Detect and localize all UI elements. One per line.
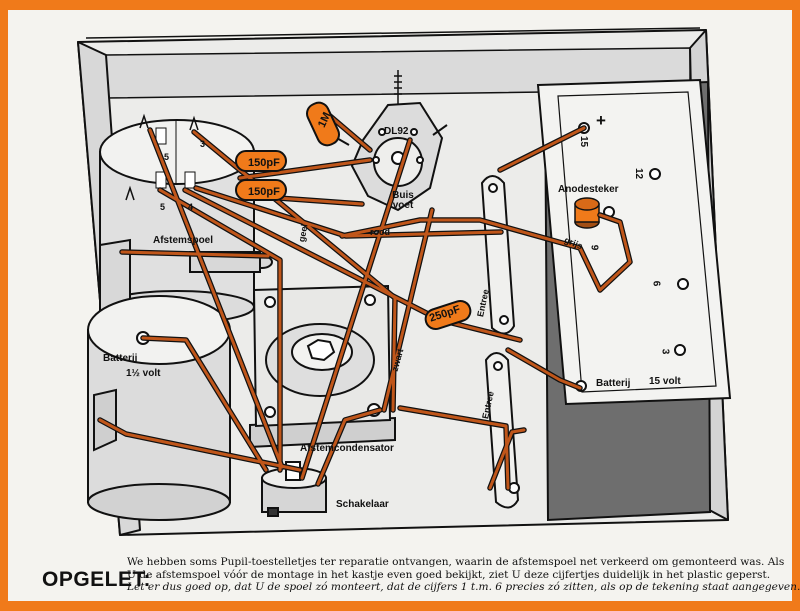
label-battery-small-volt: 1½ volt <box>126 368 161 379</box>
instruction-sheet: 150pF 150pF 250pF 1M DL92 Buis voet 5 3 … <box>8 10 800 601</box>
label-tube-dl92: DL92 <box>384 126 409 137</box>
footer-title: OPGELET: <box>42 568 152 591</box>
terminal-6 <box>677 278 689 290</box>
tube-socket <box>334 70 448 212</box>
coil-top <box>99 119 255 185</box>
battery-15v <box>536 78 732 522</box>
label-battery-large: Batterij <box>596 378 631 389</box>
resistor-1m-body <box>306 101 340 147</box>
label-tuning-capacitor: Afstemcondensator <box>300 443 394 454</box>
battery-15v-top <box>536 78 732 406</box>
label-switch: Schakelaar <box>336 499 389 510</box>
label-battery-small: Batterij <box>103 353 138 364</box>
terminal-label-9: 9 <box>588 244 600 251</box>
label-battery-large-volt: 15 volt <box>649 376 681 387</box>
label-capacitor-150pf-b: 150pF <box>248 186 280 198</box>
wiring-diagram <box>77 27 732 536</box>
label-coil: Afstemspoel <box>153 235 214 246</box>
coil-pin-5a: 5 <box>164 152 170 162</box>
capacitor-150pf-a-body <box>235 150 287 172</box>
footer-line-3: Let er dus goed op, dat U de spoel zó mo… <box>127 581 800 594</box>
terminal-3 <box>674 344 686 356</box>
anode-plug-icon <box>574 197 600 229</box>
terminal-label-3: 3 <box>659 348 671 355</box>
terminal-label-6: 6 <box>650 280 662 287</box>
footer-line-2: U de afstemspoel vóór de montage in het … <box>127 568 771 581</box>
coil-pin-5b: 5 <box>160 202 166 212</box>
capacitor-150pf-b-body <box>235 179 287 201</box>
label-wire-red: rood <box>370 227 390 237</box>
battery-terminals <box>575 122 689 392</box>
label-tube-socket: Buis voet <box>392 190 414 211</box>
coil-pin-4: 4 <box>188 202 194 212</box>
coil-pin-3: 3 <box>200 139 206 149</box>
capacitor-250pf-body <box>424 299 472 331</box>
footer-line-1: We hebben soms Pupil-toestelletjes ter r… <box>127 556 785 568</box>
terminal-label-plus: + <box>596 111 606 130</box>
label-anode-plug: Anodesteker <box>558 184 619 195</box>
switch <box>261 461 327 517</box>
terminal-label-12: 12 <box>633 167 645 180</box>
footer-text: We hebben soms Pupil-toestelletjes ter r… <box>127 556 800 594</box>
terminal-12 <box>649 168 661 180</box>
terminal-label-15: 15 <box>578 135 590 148</box>
battery-1-5v <box>87 295 231 521</box>
label-capacitor-150pf-a: 150pF <box>248 157 280 169</box>
